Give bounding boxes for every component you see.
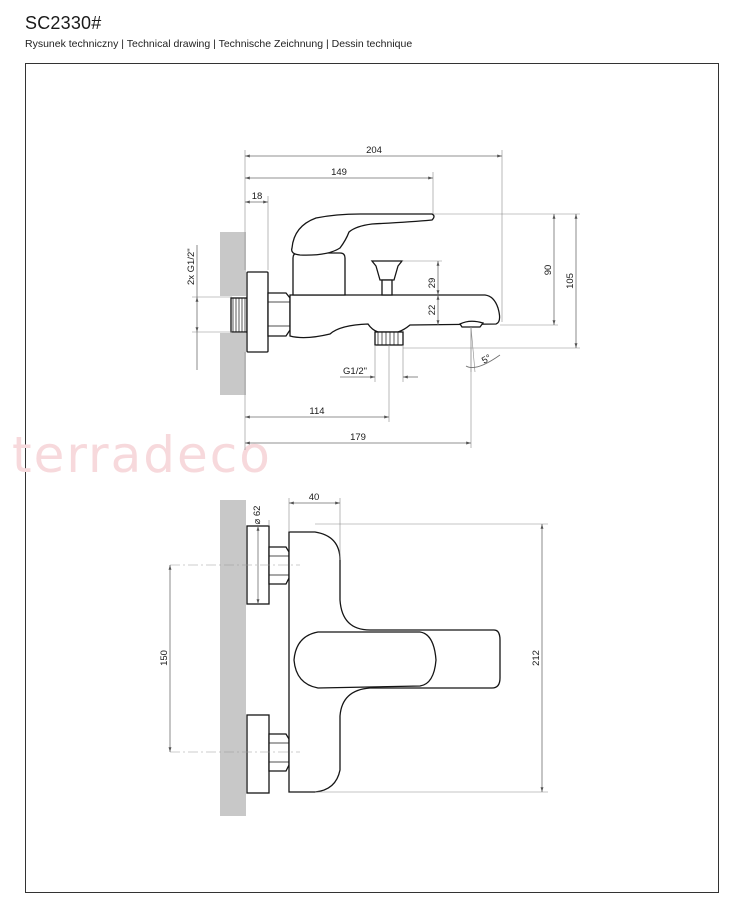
escutcheon-lower <box>246 714 270 794</box>
dim-escutcheon-diameter: ⌀ 62 <box>252 506 263 525</box>
dim-body-height: 29 <box>427 278 438 289</box>
dim-spacing: 150 <box>159 650 170 666</box>
nut-upper <box>268 546 290 585</box>
dim-handle-height: 90 <box>543 265 554 276</box>
dim-lever-offset: 40 <box>309 492 320 503</box>
escutcheon <box>246 271 269 353</box>
nut-lower <box>268 733 290 772</box>
dim-spout-reach: 179 <box>350 432 366 443</box>
dim-outlet-distance: 114 <box>309 406 324 417</box>
dim-spout-angle: 5° <box>480 352 494 366</box>
drawing-subtitle: Rysunek techniczny | Technical drawing |… <box>25 38 413 50</box>
dim-wall-offset: 18 <box>252 191 263 202</box>
faucet-body <box>289 294 501 339</box>
dim-body-width: 212 <box>531 650 542 666</box>
top-dimensions: ⌀ 62 40 150 212 <box>159 492 548 793</box>
dim-spout-length: 149 <box>331 167 347 178</box>
top-view: ⌀ 62 40 150 212 <box>159 492 548 816</box>
wall-top-view <box>220 500 246 816</box>
watermark-text: terradeco <box>12 426 272 484</box>
wall-lower <box>220 333 246 395</box>
dim-outlet-thread: G1/2" <box>343 366 367 377</box>
diverter-knob <box>370 260 404 281</box>
dim-total-height: 105 <box>565 273 576 289</box>
lever-handle <box>291 213 435 256</box>
side-dimensions: 204 149 18 2x G1/2" 29 22 <box>186 145 580 450</box>
outlet-thread <box>374 331 404 346</box>
side-view: 204 149 18 2x G1/2" 29 22 <box>186 145 580 450</box>
dim-spout-height: 22 <box>427 305 438 316</box>
lever-top <box>293 631 437 689</box>
drawing-frame <box>25 63 719 893</box>
diverter-stem <box>381 279 393 296</box>
inlet-thread <box>230 297 248 333</box>
cartridge-housing <box>292 252 346 296</box>
product-code-title: SC2330# <box>25 13 102 33</box>
dim-overall-length: 204 <box>366 145 382 156</box>
header: SC2330# Rysunek techniczny | Technical d… <box>25 12 412 50</box>
aerator <box>459 320 485 328</box>
connection-nut <box>267 292 291 337</box>
dim-connection: 2x G1/2" <box>186 248 197 285</box>
wall-upper <box>220 232 246 296</box>
